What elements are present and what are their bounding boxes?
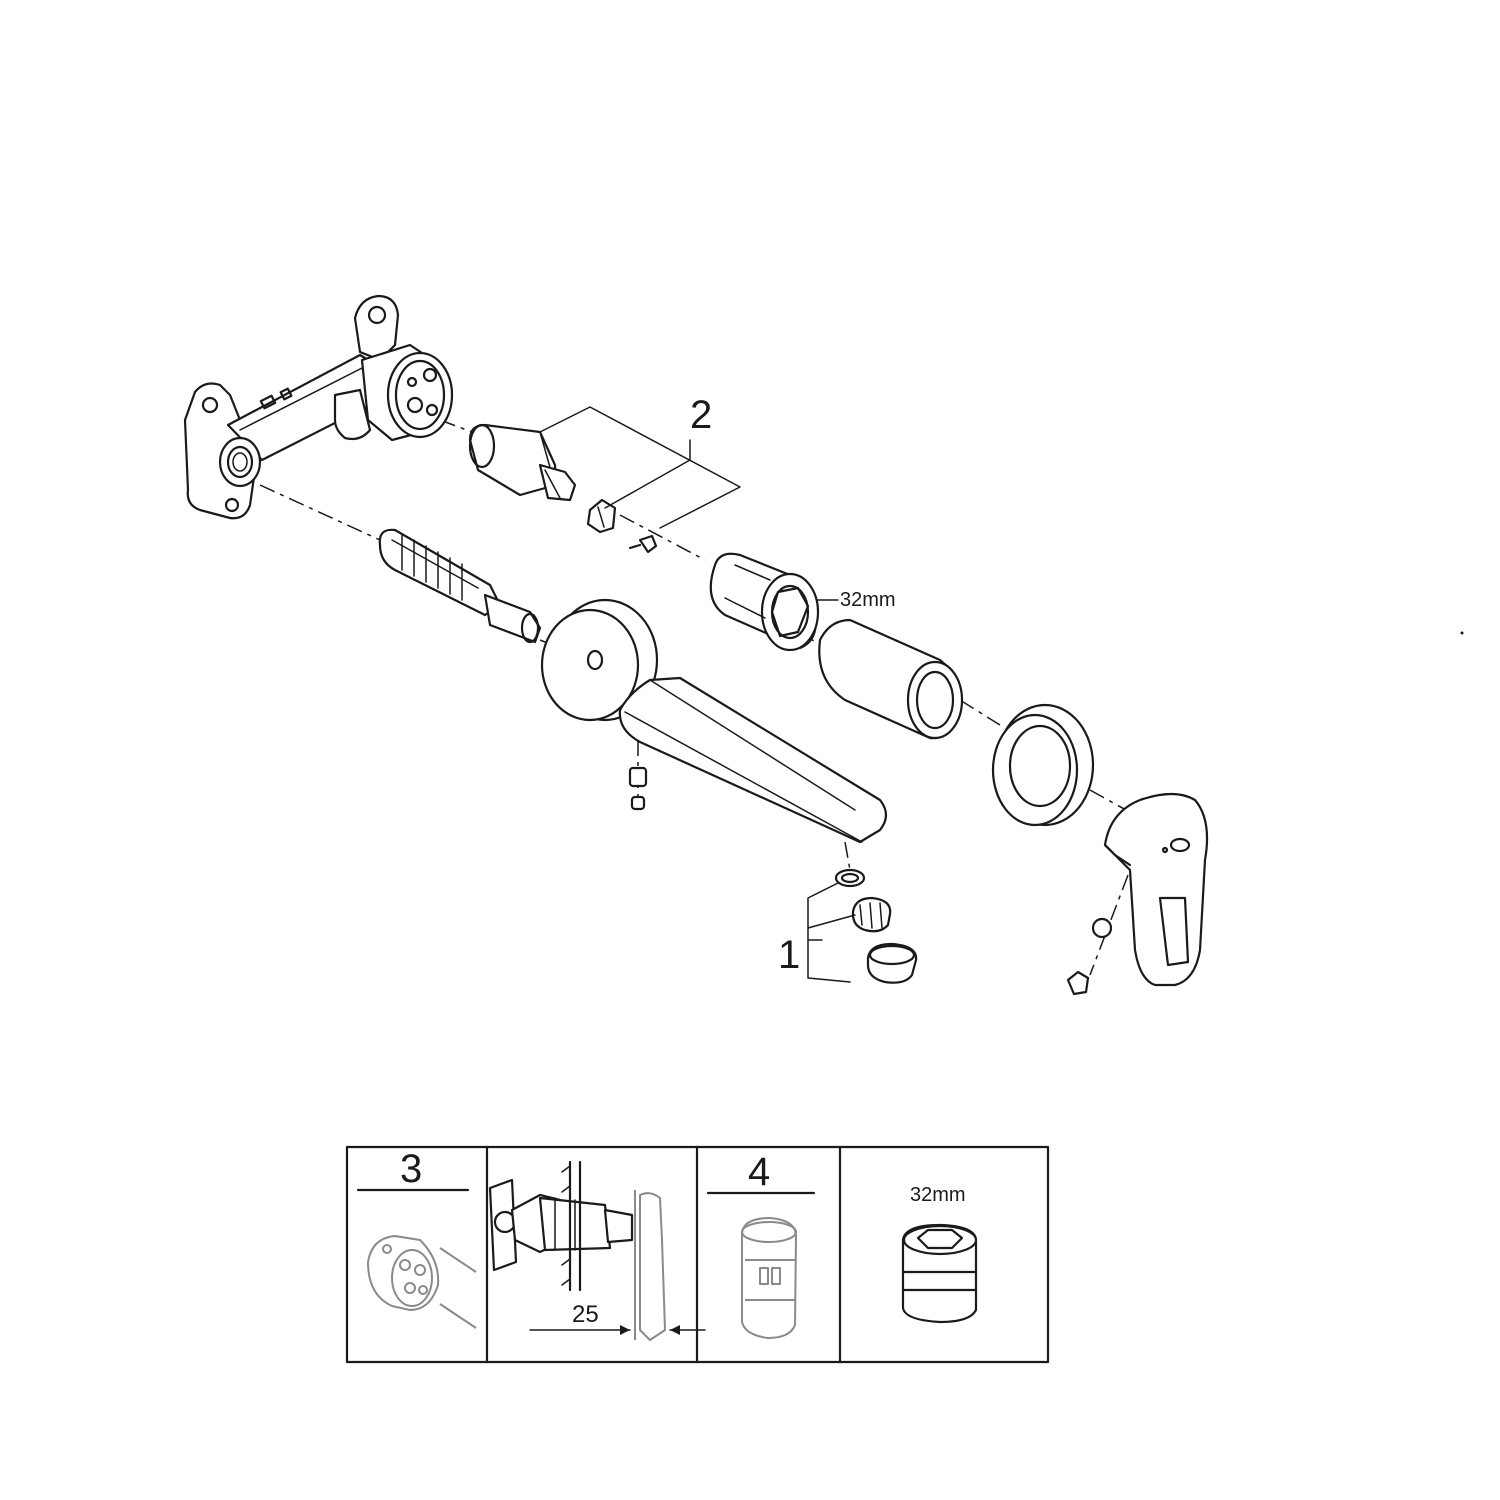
lever-set-screw	[1066, 917, 1113, 996]
lever-rosette	[991, 703, 1095, 827]
detail-panels	[345, 1145, 1050, 1364]
lever-handle	[1103, 792, 1209, 987]
spindle-extension	[378, 528, 542, 644]
wall-rosette	[540, 598, 659, 722]
panel-nut	[901, 1223, 978, 1324]
panel-extension	[706, 1191, 816, 1339]
fixing-screw	[628, 534, 658, 554]
panel-4-number: 4	[748, 1150, 770, 1194]
cartridge	[468, 423, 577, 502]
spout	[618, 676, 888, 844]
panel-nut-dimension: 32mm	[910, 1184, 966, 1206]
threaded-sleeve	[709, 552, 820, 652]
panel-depth-dimension: 25	[572, 1301, 599, 1328]
nut-size-label: 32mm	[840, 589, 896, 611]
callout-1: 1	[778, 933, 800, 977]
panel-depth	[488, 1160, 706, 1341]
cartridge-adapter	[586, 498, 617, 534]
aerator-insert	[851, 896, 892, 933]
concealed-body	[183, 294, 454, 520]
stray-dot	[1460, 631, 1464, 635]
panel-mounting	[356, 1188, 477, 1329]
spout-set-screw	[628, 766, 648, 811]
callout-1-bracket	[807, 882, 856, 983]
aerator-housing	[866, 942, 918, 984]
aerator-washer	[834, 868, 866, 888]
callout-2: 2	[690, 393, 712, 437]
panel-3-number: 3	[400, 1147, 422, 1191]
cover-sleeve	[818, 618, 964, 740]
callout-2-bracket	[539, 406, 741, 529]
